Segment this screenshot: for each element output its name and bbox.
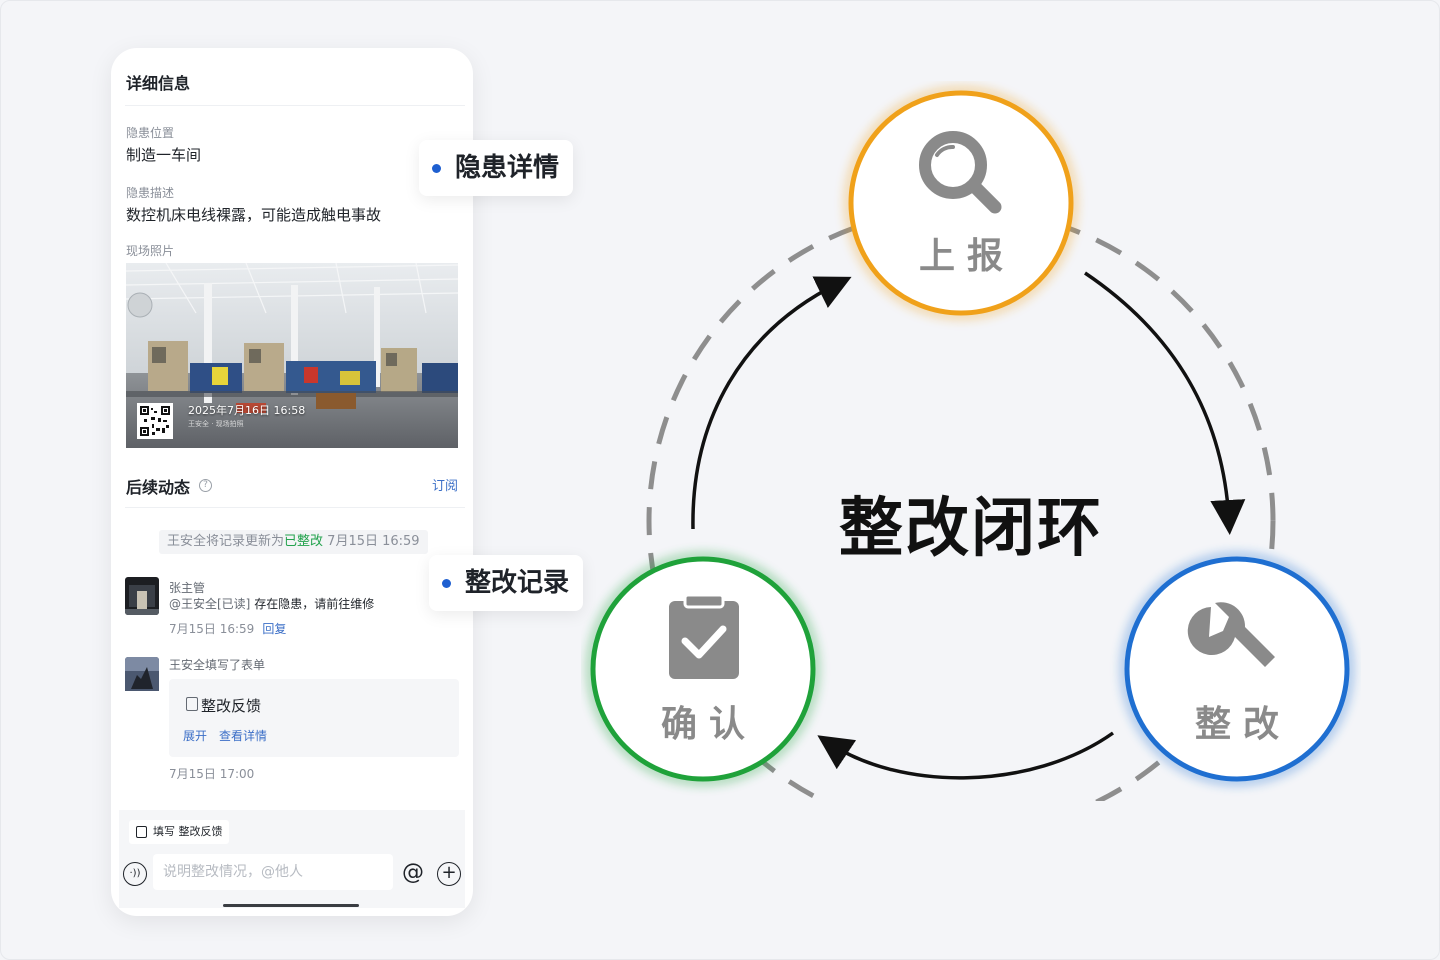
fill-feedback-label: 填写 整改反馈: [153, 825, 223, 838]
site-photo-label: 现场照片: [126, 244, 175, 258]
callout-hazard-detail-label: 隐患详情: [455, 153, 560, 183]
form-event-time: 7月15日 17:00: [169, 767, 255, 781]
message-input[interactable]: [153, 854, 393, 890]
callout-hazard-detail: 隐患详情: [419, 140, 574, 196]
form-card[interactable]: 整改反馈 展开查看详情: [169, 679, 459, 757]
clipboard-check-icon: [669, 593, 739, 679]
reply-link[interactable]: 回复: [262, 622, 287, 636]
fill-feedback-button[interactable]: 填写 整改反馈: [129, 820, 229, 844]
photo-timestamp: 2025年7月16日 16:58: [188, 404, 306, 417]
form-links: 展开查看详情: [183, 727, 279, 744]
qr-code-icon: [137, 403, 173, 439]
node-report: [844, 86, 1078, 320]
node-confirm: [586, 552, 820, 786]
avatar[interactable]: [125, 657, 159, 695]
callout-rectification-record: 整改记录: [429, 555, 584, 611]
comment-body: 存在隐患，请前往维修: [254, 597, 375, 611]
help-icon[interactable]: ?: [199, 479, 212, 492]
comment-text: @王安全[已读] 存在隐患，请前往维修: [169, 595, 374, 612]
bullet-dot-icon: [442, 579, 451, 588]
node-fix-label: 整改: [1194, 704, 1291, 745]
subscribe-link[interactable]: 订阅: [431, 479, 458, 494]
home-indicator: [223, 904, 359, 907]
phone-card: 详细信息 隐患位置 制造一车间 隐患描述 数控机床电线裸露，可能造成触电事故 现…: [111, 48, 473, 916]
edit-form-icon: [136, 826, 147, 838]
callout-rectification-record-label: 整改记录: [465, 568, 570, 598]
comment-mention[interactable]: @王安全[已读]: [169, 597, 251, 611]
hazard-description-value: 数控机床电线裸露，可能造成触电事故: [126, 206, 382, 224]
comment-author: 张主管: [169, 581, 206, 595]
bottom-input-bar: 填写 整改反馈 ·)) @ +: [119, 810, 465, 908]
comment-time: 7月15日 16:59: [169, 622, 255, 636]
voice-icon[interactable]: ·)): [123, 862, 147, 886]
status-note-time: 7月15日 16:59: [327, 534, 420, 549]
plus-icon[interactable]: +: [437, 862, 461, 886]
form-icon: [186, 697, 198, 711]
diagram-center-title: 整改闭环: [839, 492, 1103, 566]
node-report-label: 上报: [918, 236, 1015, 277]
form-title: 整改反馈: [201, 697, 262, 715]
closed-loop-diagram: [586, 86, 1354, 801]
comment-meta: 7月15日 16:59 回复: [169, 620, 286, 637]
status-note-prefix: 王安全将记录更新为: [167, 534, 285, 549]
arrow-confirm-to-report: [691, 276, 852, 530]
followup-section-title: 后续动态: [126, 478, 191, 497]
status-badge: 已整改: [284, 534, 324, 549]
factory-photo-illustration: [126, 263, 458, 448]
avatar[interactable]: [125, 577, 159, 615]
search-icon: [919, 131, 1002, 214]
hazard-location-value: 制造一车间: [126, 146, 202, 164]
expand-link[interactable]: 展开: [183, 729, 208, 743]
bullet-dot-icon: [432, 164, 441, 173]
photo-subcaption: 王安全 · 现场拍照: [188, 420, 244, 428]
site-photo[interactable]: 2025年7月16日 16:58 王安全 · 现场拍照: [126, 263, 458, 448]
hazard-description-label: 隐患描述: [126, 186, 175, 200]
wrench-icon: [1187, 602, 1275, 667]
hazard-location-label: 隐患位置: [126, 126, 175, 140]
divider: [125, 105, 465, 106]
node-confirm-label: 确认: [660, 704, 757, 745]
divider: [125, 507, 465, 508]
status-update-note: 王安全将记录更新为已整改 7月15日 16:59: [159, 530, 428, 554]
at-mention-icon[interactable]: @: [402, 860, 424, 885]
node-fix: [1120, 552, 1354, 786]
dashed-ring: [646, 206, 1276, 801]
page-title: 详细信息: [126, 74, 191, 93]
arrow-report-to-fix: [1084, 271, 1246, 535]
view-detail-link[interactable]: 查看详情: [219, 729, 268, 743]
form-event-author: 王安全填写了表单: [169, 658, 266, 672]
arrow-fix-to-confirm: [817, 731, 1115, 780]
